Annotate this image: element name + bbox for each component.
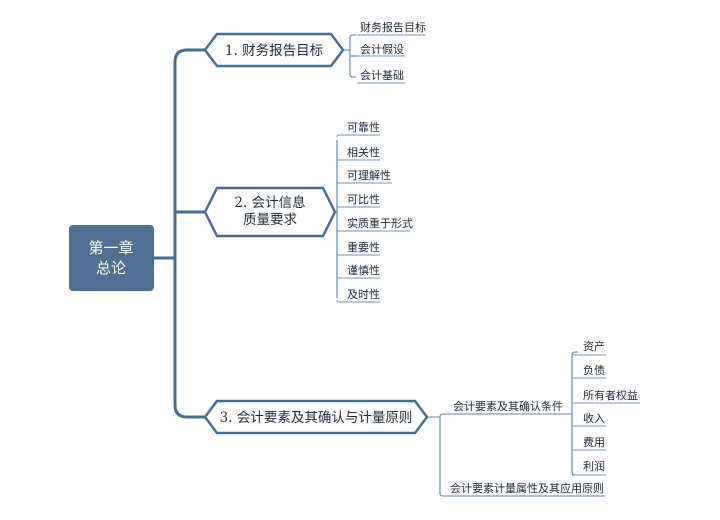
branch-1-leaves: 财务报告目标 会计假设 会计基础 xyxy=(343,20,426,84)
leaf-prudence: 谨慎性 xyxy=(347,263,380,277)
leaf-liabilities: 负债 xyxy=(583,363,605,377)
leaf-substance-over-form: 实质重于形式 xyxy=(347,216,413,230)
leaf-assets: 资产 xyxy=(583,339,605,353)
root-title-line1: 第一章 xyxy=(88,239,133,257)
branch-2-label-line2: 质量要求 xyxy=(243,212,297,228)
branch-node-3[interactable]: 3. 会计要素及其确认与计量原则 xyxy=(203,399,429,435)
branch-3-subnodes: 会计要素及其确认条件 会计要素计量属性及其应用原则 资产 负债 所有者权益 收入… xyxy=(427,339,640,497)
branch-node-2[interactable]: 2. 会计信息 质量要求 xyxy=(203,186,337,238)
root-node[interactable]: 第一章 总论 xyxy=(69,225,154,291)
leaf-profit: 利润 xyxy=(583,459,605,473)
leaf-timeliness: 及时性 xyxy=(347,287,380,301)
branch-1-label: 1. 财务报告目标 xyxy=(225,43,323,59)
leaf-accounting-assumptions: 会计假设 xyxy=(360,42,404,56)
leaf-accounting-basis: 会计基础 xyxy=(360,69,404,82)
leaf-owners-equity: 所有者权益 xyxy=(583,388,638,402)
leaf-comparability: 可比性 xyxy=(347,192,380,206)
leaf-materiality: 重要性 xyxy=(347,240,380,254)
leaf-understandability: 可理解性 xyxy=(347,168,391,182)
subnode-measurement-attributes[interactable]: 会计要素计量属性及其应用原则 xyxy=(450,481,604,495)
leaf-relevance: 相关性 xyxy=(347,145,380,159)
leaf-expenses: 费用 xyxy=(583,436,605,449)
connector-trunk xyxy=(173,48,207,419)
subnode-elements-recognition[interactable]: 会计要素及其确认条件 xyxy=(453,399,563,413)
branch-3-label: 3. 会计要素及其确认与计量原则 xyxy=(220,410,413,426)
root-title-line2: 总论 xyxy=(96,259,126,277)
branch-node-1[interactable]: 1. 财务报告目标 xyxy=(203,32,345,68)
branch-2-label-line1: 2. 会计信息 xyxy=(234,194,305,211)
leaf-financial-report-objective: 财务报告目标 xyxy=(360,20,426,34)
branch-2-leaves: 可靠性 相关性 可理解性 可比性 实质重于形式 重要性 谨慎性 及时性 xyxy=(335,120,413,303)
leaf-reliability: 可靠性 xyxy=(347,120,380,134)
leaf-revenue: 收入 xyxy=(583,411,605,425)
